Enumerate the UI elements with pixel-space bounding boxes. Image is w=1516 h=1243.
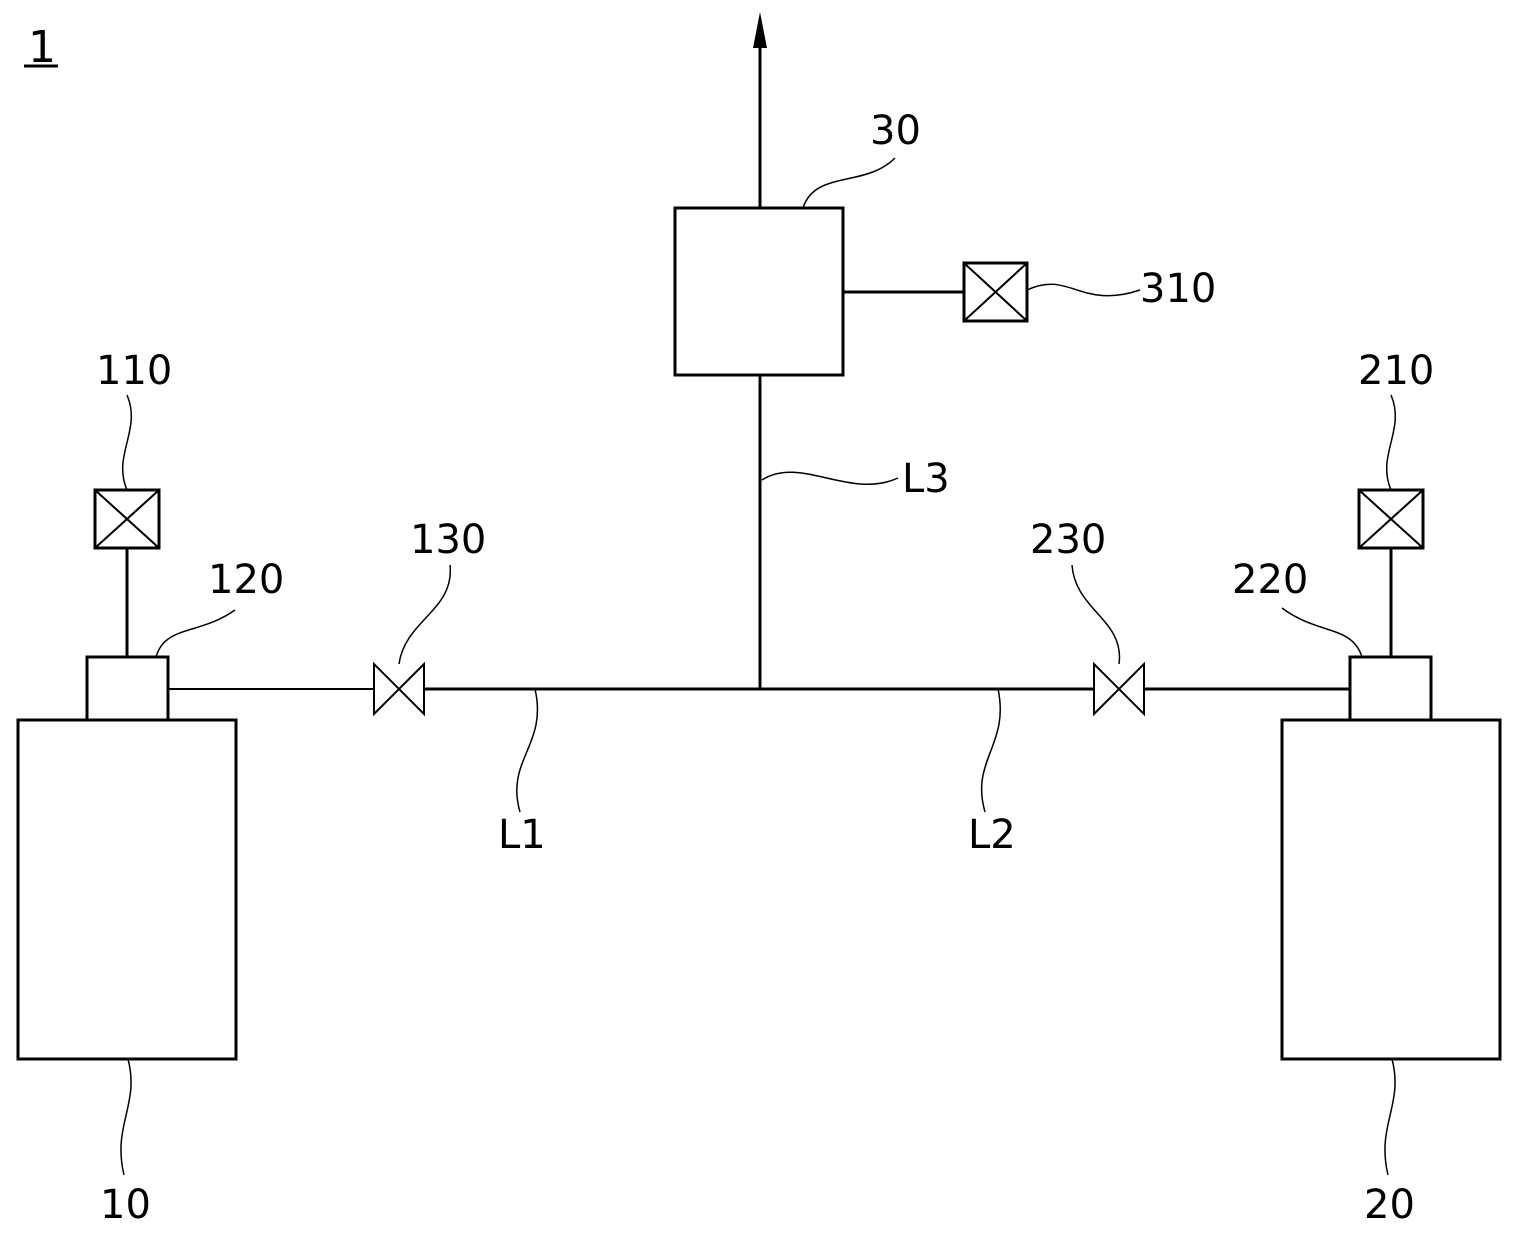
regulator-120-leader <box>155 609 236 658</box>
regulator-220-leader <box>1281 607 1363 658</box>
figure-label: 1 <box>24 22 58 73</box>
valve-130-label: 130 <box>410 517 486 563</box>
regulator-220-box <box>1348 655 1433 722</box>
valve-230-label: 230 <box>1030 517 1106 563</box>
regulator-220-label: 220 <box>1232 557 1308 603</box>
regulator-120-box <box>85 655 170 722</box>
unit-30-label: 30 <box>870 108 921 154</box>
valve-230-bowtie-valve-icon <box>1093 661 1145 717</box>
line-l2-leader <box>980 688 1001 813</box>
sensor-110-leader <box>121 394 133 491</box>
line-l2-label: L2 <box>968 812 1016 858</box>
sensor-210-label: 210 <box>1358 348 1434 394</box>
line-l3-leader <box>761 471 899 485</box>
sensor-310-label: 310 <box>1140 266 1216 312</box>
tank-10-label: 10 <box>100 1182 151 1228</box>
sensor-110-label: 110 <box>96 348 172 394</box>
valve-230-leader <box>1071 564 1121 665</box>
sensor-310-box-with-x-icon <box>962 261 1029 323</box>
sensor-310-leader <box>1026 283 1141 297</box>
regulator-120-label: 120 <box>208 557 284 603</box>
tank-20-leader <box>1384 1058 1396 1176</box>
valve-130-leader <box>398 564 451 665</box>
tank-20-label: 20 <box>1364 1182 1415 1228</box>
line-l3-label: L3 <box>902 456 950 502</box>
tank-10-leader <box>120 1058 132 1176</box>
tank-20-box <box>1280 718 1502 1061</box>
sensor-210-leader <box>1385 394 1397 491</box>
tank-10-box <box>16 718 238 1061</box>
sensor-110-box-with-x-icon <box>93 488 161 550</box>
unit-30-box <box>673 206 845 377</box>
outlet-arrow-icon <box>753 12 767 208</box>
arrow-up-icon <box>753 12 767 48</box>
unit-30-leader <box>802 157 896 209</box>
line-l1-leader <box>516 688 539 813</box>
line-l1-label: L1 <box>498 812 546 858</box>
sensor-210-box-with-x-icon <box>1357 488 1425 550</box>
valve-130-bowtie-valve-icon <box>373 661 425 717</box>
